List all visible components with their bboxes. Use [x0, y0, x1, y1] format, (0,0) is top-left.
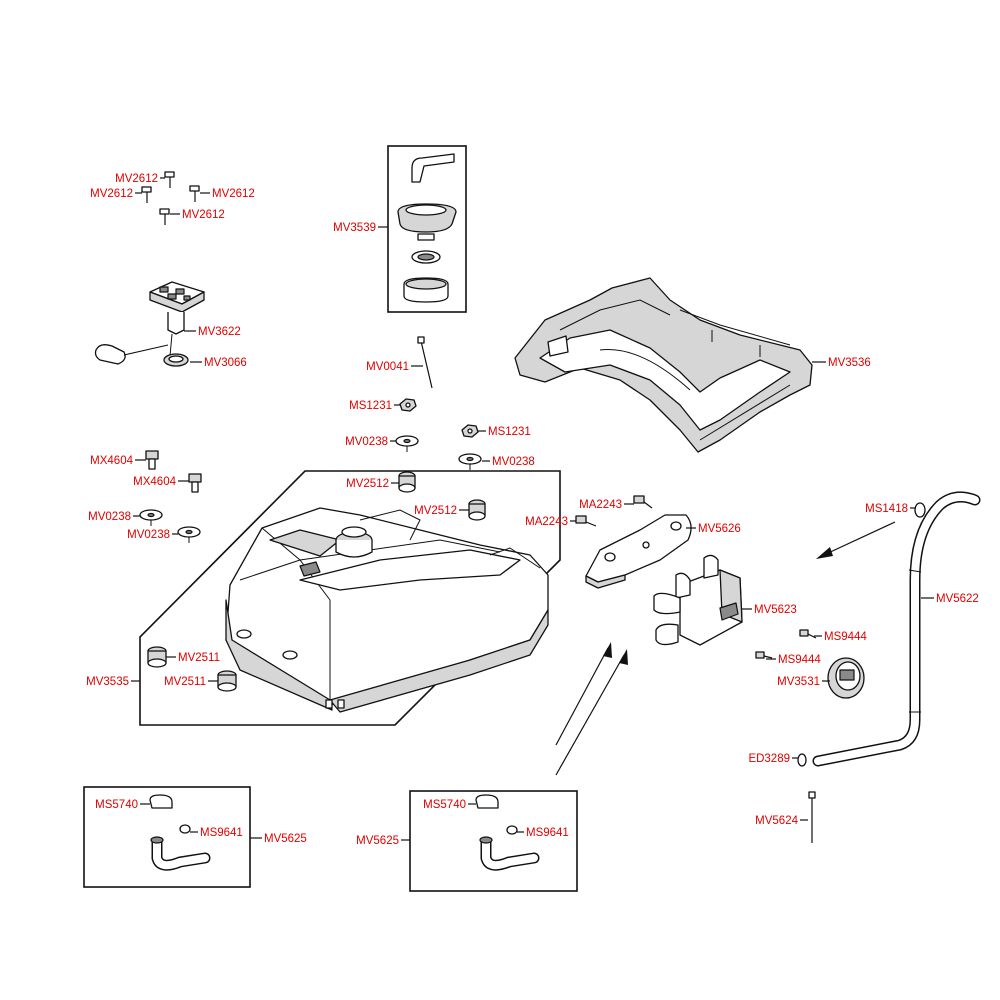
part-label: MV2512	[346, 478, 389, 490]
grommet-icon	[147, 646, 167, 668]
vent-hose-kit-left-frame	[83, 786, 251, 888]
vent-hose-kit-left-parts	[149, 794, 211, 871]
part-label: MS5740	[95, 799, 138, 811]
fuel-pump-sender-icon	[94, 281, 205, 365]
part-label: MX4604	[133, 476, 176, 488]
part-label: MV5623	[754, 604, 797, 616]
nut-icon	[399, 398, 417, 412]
part-label: MA2243	[579, 499, 622, 511]
small-screw-icon	[799, 629, 817, 639]
vent-hose-kit-right-parts	[475, 794, 540, 871]
part-label: MS5740	[423, 799, 466, 811]
part-label: MS9444	[778, 654, 821, 666]
fuel-valve-icon	[653, 554, 743, 646]
part-label: MS9444	[824, 631, 867, 643]
screw-mv2612-group	[141, 171, 200, 225]
sender-gasket-icon	[163, 353, 189, 367]
part-label: MV2512	[414, 505, 457, 517]
long-bolt-icon	[808, 791, 816, 843]
screw-icon	[633, 495, 653, 509]
filler-cap-group-frame	[387, 145, 467, 313]
hose-clamp-icon	[797, 753, 807, 767]
washer-icon	[395, 435, 419, 452]
long-bolt-icon	[417, 336, 433, 389]
part-label: MV2612	[212, 188, 255, 200]
part-label: MS9641	[200, 827, 243, 839]
part-label: MV5624	[755, 815, 798, 827]
part-label: MS1231	[488, 426, 531, 438]
fuel-hose-icon	[812, 491, 981, 767]
part-label: MV3536	[828, 357, 871, 369]
direction-arrow-icon	[555, 649, 628, 776]
part-label: MV3622	[198, 326, 241, 338]
small-screw-icon	[755, 651, 773, 659]
part-label: MV0238	[345, 436, 388, 448]
part-label: MV5625	[264, 833, 307, 845]
part-label: MS1418	[865, 503, 908, 515]
part-label: MV0238	[88, 511, 131, 523]
nut-icon	[461, 424, 479, 438]
part-labels: MV2612 MV2612 MV2612 MV2612 MV3622 MV306…	[86, 173, 979, 847]
part-label: MV3535	[86, 676, 129, 688]
part-label: MV2612	[182, 209, 225, 221]
part-label: MV2612	[115, 173, 158, 185]
screw-icon	[575, 515, 597, 527]
part-label: MX4604	[90, 455, 133, 467]
part-label: MV5622	[936, 593, 979, 605]
fuel-tank-group-frame	[139, 470, 561, 726]
part-label: MS9641	[526, 827, 569, 839]
hose-clamp-icon	[914, 502, 926, 518]
part-label: MV2511	[164, 676, 206, 688]
part-label: MV0041	[366, 361, 409, 373]
part-label: MV5625	[356, 835, 399, 847]
direction-arrow-icon	[555, 642, 612, 746]
fuel-tank-icon	[225, 507, 549, 713]
part-label: MV0238	[492, 456, 535, 468]
part-label: MS1231	[349, 400, 392, 412]
leader-lines	[131, 177, 934, 841]
screw-icon	[141, 186, 152, 203]
part-label: MV0238	[127, 529, 170, 541]
grommet-icon	[217, 670, 237, 692]
washer-icon	[458, 453, 482, 470]
screw-icon	[189, 185, 200, 202]
vent-hose-kit-right-frame	[409, 790, 578, 892]
screw-icon	[164, 171, 175, 188]
filler-cap-assembly-icon	[397, 153, 457, 303]
direction-arrow-icon	[816, 521, 896, 559]
washer-icon	[177, 526, 201, 543]
part-label: ED3289	[748, 753, 790, 765]
part-label: MV3066	[204, 357, 247, 369]
part-label: MV5626	[698, 523, 741, 535]
screw-icon	[159, 208, 170, 225]
valve-knob-icon	[827, 657, 865, 699]
part-label: MV3539	[333, 222, 376, 234]
part-label: MA2243	[525, 516, 568, 528]
flange-screw-icon	[145, 450, 159, 470]
washer-icon	[139, 509, 163, 526]
tank-carrier-frame-icon	[514, 277, 813, 453]
flange-screw-icon	[188, 473, 202, 493]
grommet-icon	[468, 499, 486, 521]
mounting-bracket-icon	[585, 514, 692, 589]
grommet-icon	[398, 471, 416, 493]
part-label: MV2612	[90, 188, 133, 200]
part-label: MV3531	[777, 676, 820, 688]
part-label: MV2511	[178, 652, 220, 664]
